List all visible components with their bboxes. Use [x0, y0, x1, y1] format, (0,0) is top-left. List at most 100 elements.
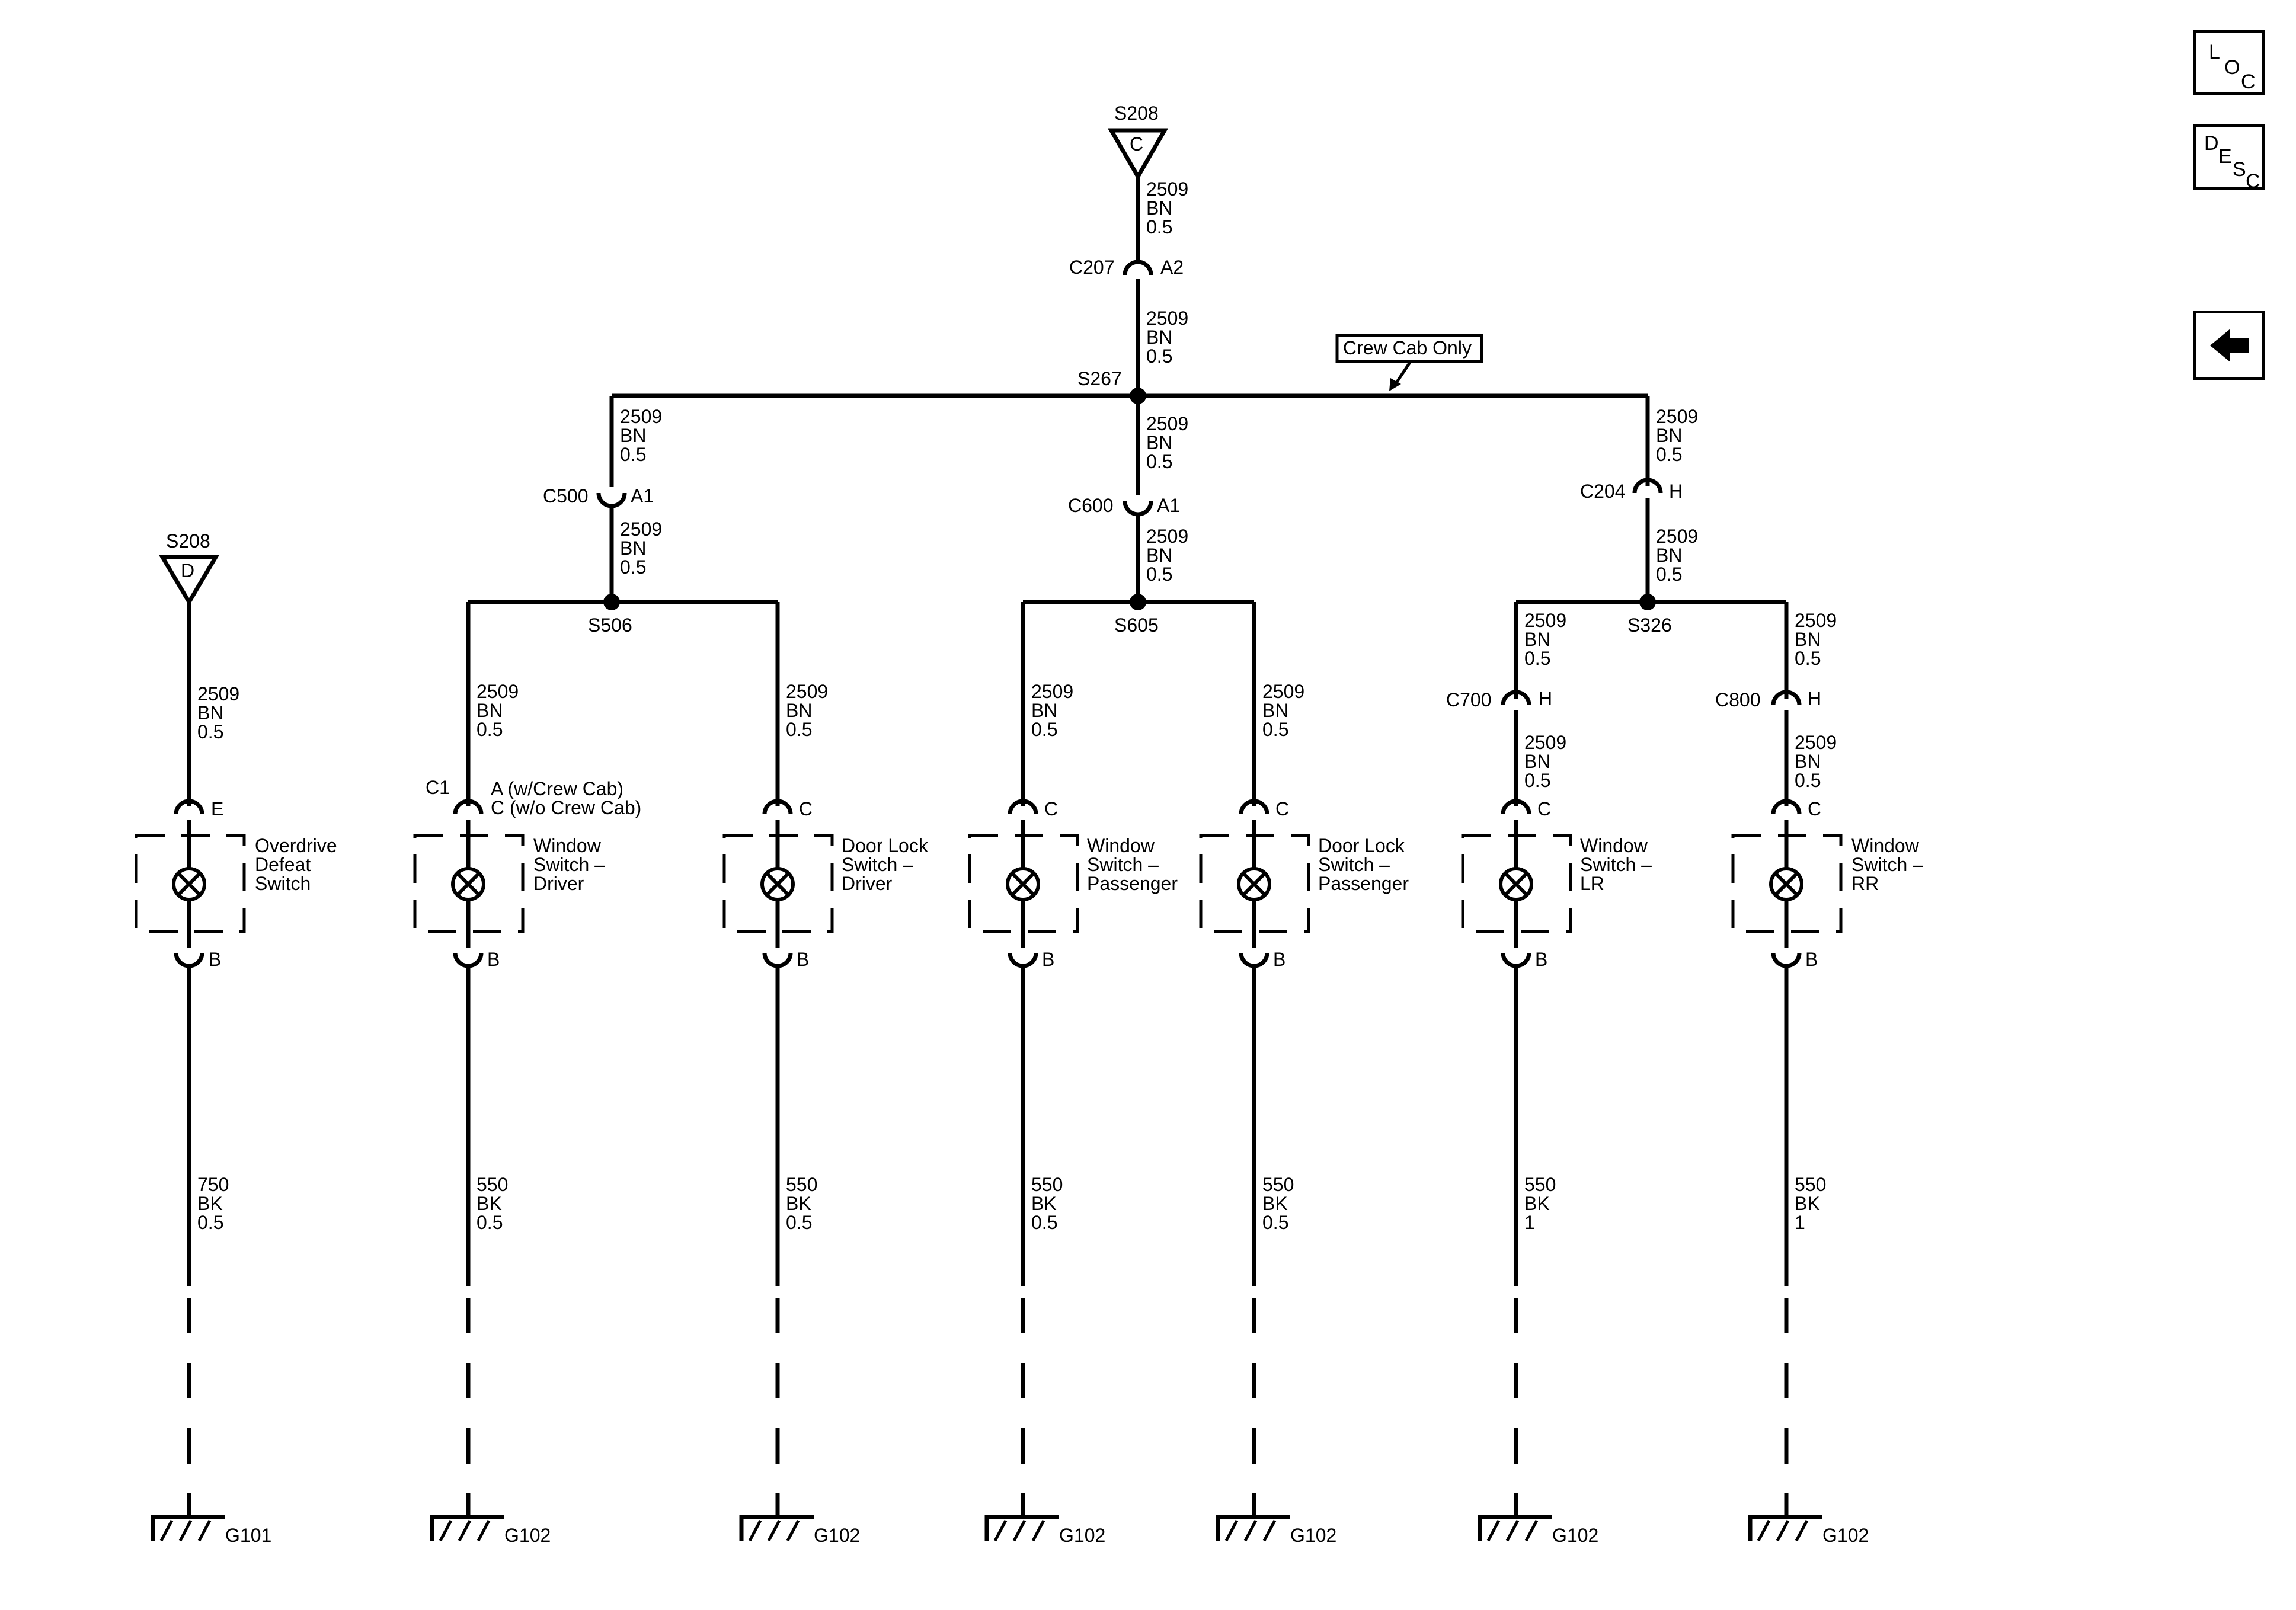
svg-text:550: 550 — [1262, 1174, 1294, 1195]
svg-text:0.5: 0.5 — [1795, 648, 1821, 669]
svg-text:LR: LR — [1580, 873, 1604, 894]
svg-text:2509: 2509 — [620, 406, 662, 427]
svg-text:Window: Window — [1580, 835, 1648, 856]
connector-c600-label: C600 — [1068, 495, 1114, 516]
svg-text:A1: A1 — [1157, 495, 1180, 516]
svg-text:550: 550 — [1524, 1174, 1556, 1195]
svg-text:2509: 2509 — [620, 518, 662, 540]
splice-s605-label: S605 — [1114, 614, 1159, 636]
switch-window-passenger: 2509 BN 0.5 C Window Switch – Passenger … — [968, 602, 1178, 1546]
svg-text:BN: BN — [1795, 629, 1821, 650]
wire-label-top-2: 2509 BN 0.5 — [1146, 308, 1188, 367]
svg-text:BK: BK — [197, 1193, 223, 1214]
svg-text:C: C — [1537, 798, 1551, 820]
svg-text:0.5: 0.5 — [1146, 451, 1172, 472]
svg-text:2509: 2509 — [1795, 732, 1837, 753]
svg-text:C: C — [1044, 798, 1058, 820]
svg-text:Door Lock: Door Lock — [1318, 835, 1405, 856]
connector-c204-label: C204 — [1580, 481, 1626, 502]
connector-pin: A2 — [1160, 257, 1184, 278]
svg-text:BN: BN — [786, 700, 812, 721]
svg-text:0.5: 0.5 — [1656, 564, 1682, 585]
svg-text:0.5: 0.5 — [1031, 719, 1057, 740]
svg-text:G102: G102 — [1552, 1525, 1598, 1546]
svg-text:2509: 2509 — [1524, 610, 1566, 631]
svg-text:A1: A1 — [631, 485, 654, 507]
svg-text:B: B — [1535, 949, 1547, 970]
svg-text:B: B — [797, 949, 809, 970]
svg-text:BN: BN — [1656, 545, 1682, 566]
svg-text:0.5: 0.5 — [1524, 648, 1550, 669]
source-letter: C — [1130, 133, 1143, 155]
svg-text:H: H — [1808, 688, 1821, 709]
connector-label: C207 — [1069, 257, 1115, 278]
crew-cab-note: Crew Cab Only — [1335, 334, 1483, 391]
svg-text:0.5: 0.5 — [1146, 345, 1172, 367]
svg-text:Window: Window — [1851, 835, 1920, 856]
svg-text:Window: Window — [533, 835, 602, 856]
svg-text:BK: BK — [1031, 1193, 1057, 1214]
switch-overdrive-defeat: 2509 BN 0.5 E Overdrive Defeat Switch B … — [135, 602, 337, 1546]
svg-text:B: B — [1273, 949, 1285, 970]
svg-text:Switch –: Switch – — [1087, 854, 1159, 875]
wire-label-top-1: 2509 BN 0.5 — [1146, 178, 1188, 238]
svg-text:2509: 2509 — [1146, 526, 1188, 547]
svg-text:2509: 2509 — [1795, 610, 1837, 631]
svg-text:BN: BN — [1031, 700, 1057, 721]
svg-text:E: E — [211, 798, 223, 820]
svg-text:BK: BK — [477, 1193, 502, 1214]
svg-text:2509: 2509 — [477, 681, 519, 702]
loc-letter-c: C — [2241, 71, 2256, 93]
branch-s506: 2509 BN 0.5 C500 A1 2509 BN 0.5 S506 — [468, 396, 778, 636]
svg-text:Switch: Switch — [255, 873, 311, 894]
svg-text:0.5: 0.5 — [786, 1212, 812, 1233]
svg-text:BN: BN — [477, 700, 503, 721]
svg-text:0.5: 0.5 — [1262, 1212, 1288, 1233]
svg-text:2509: 2509 — [1031, 681, 1073, 702]
svg-text:C: C — [799, 798, 813, 820]
svg-text:C: C — [1808, 798, 1821, 820]
svg-text:2509: 2509 — [786, 681, 828, 702]
loc-button[interactable]: L O C — [2193, 30, 2265, 95]
svg-text:B: B — [209, 949, 221, 970]
connector-c207: C207 A2 — [1069, 257, 1184, 299]
desc-letter-s: S — [2233, 158, 2246, 181]
svg-text:BN: BN — [620, 425, 646, 446]
svg-text:B: B — [487, 949, 500, 970]
svg-text:BN: BN — [1524, 629, 1550, 650]
svg-text:550: 550 — [1795, 1174, 1826, 1195]
back-button[interactable] — [2193, 311, 2265, 380]
svg-text:0.5: 0.5 — [1146, 564, 1172, 585]
svg-text:0.5: 0.5 — [477, 1212, 503, 1233]
svg-text:1: 1 — [1795, 1212, 1805, 1233]
svg-text:G102: G102 — [1059, 1525, 1105, 1546]
svg-text:BN: BN — [1656, 425, 1682, 446]
svg-text:C1: C1 — [426, 777, 450, 798]
svg-text:2509: 2509 — [1146, 308, 1188, 329]
desc-letter-e: E — [2218, 145, 2232, 168]
loc-letter-l: L — [2209, 41, 2220, 63]
svg-text:2509: 2509 — [1146, 413, 1188, 434]
svg-text:BK: BK — [1524, 1193, 1550, 1214]
svg-text:S208: S208 — [166, 530, 210, 552]
svg-text:G101: G101 — [225, 1525, 271, 1546]
svg-text:G102: G102 — [1822, 1525, 1869, 1546]
switch-window-rr: 2509 BN 0.5 C800 H 2509 BN 0.5 C Window … — [1715, 602, 1923, 1546]
svg-text:2509: 2509 — [1146, 178, 1188, 200]
desc-button[interactable]: D E S C — [2193, 124, 2265, 193]
svg-text:2509: 2509 — [197, 683, 239, 705]
svg-text:BK: BK — [1795, 1193, 1820, 1214]
svg-text:Passenger: Passenger — [1087, 873, 1178, 894]
svg-text:Window: Window — [1087, 835, 1155, 856]
svg-text:D: D — [181, 560, 194, 581]
svg-text:0.5: 0.5 — [197, 721, 223, 742]
svg-text:1: 1 — [1524, 1212, 1535, 1233]
svg-text:0.5: 0.5 — [1031, 1212, 1057, 1233]
svg-text:0.5: 0.5 — [1795, 770, 1821, 791]
svg-text:0.5: 0.5 — [197, 1212, 223, 1233]
svg-text:2509: 2509 — [1524, 732, 1566, 753]
svg-text:750: 750 — [197, 1174, 229, 1195]
switch-door-lock-driver: 2509 BN 0.5 C Door Lock Switch – Driver … — [722, 602, 929, 1546]
svg-text:0.5: 0.5 — [620, 556, 646, 578]
desc-letter-d: D — [2204, 132, 2219, 155]
